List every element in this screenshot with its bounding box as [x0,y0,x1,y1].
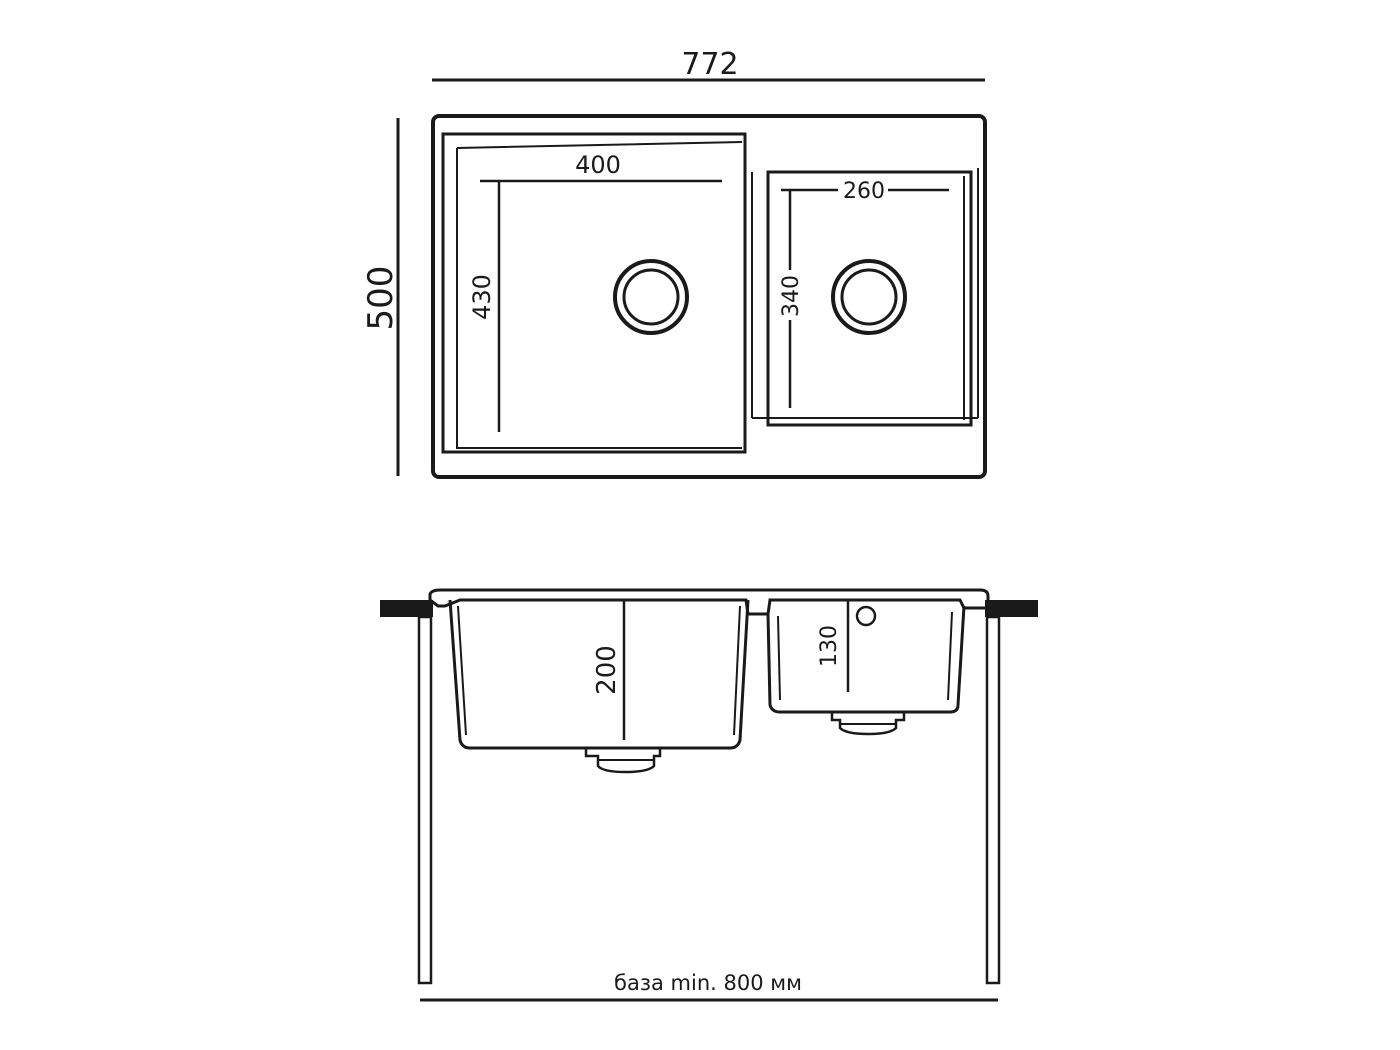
overall-width-label: 772 [681,47,738,82]
main-bowl-height-label: 200 [592,645,622,695]
small-bowl-side-inner [777,611,953,701]
small-bowl-side-profile [766,605,966,714]
overflow-hole-icon [855,605,877,627]
small-bowl-width-label-background [838,176,888,202]
small-drain-inner-icon [840,268,898,326]
main-drain-outer-icon [613,259,689,335]
countertop-right-icon [985,600,1038,617]
small-bowl-width-label: 260 [843,179,885,204]
main-bowl-side-profile [448,599,750,750]
cabinet-left-wall [417,615,433,985]
base-note-label: база min. 800 мм [614,971,802,995]
overall-depth-label: 500 [361,266,401,331]
main-bowl-width-label: 400 [575,151,621,179]
main-bowl-drain-icon [584,748,662,774]
main-bowl-side-inner [457,605,741,736]
small-drain-outer-icon [831,259,907,335]
main-bowl-depth-label: 430 [468,274,496,320]
main-bowl-top: 400 430 [441,132,747,454]
small-bowl-inner-contour [751,168,979,420]
main-bowl-outer-contour [441,132,747,454]
small-bowl-drain-icon [830,712,906,736]
sink-rim [428,588,990,616]
small-bowl-depth-label-background [777,270,803,320]
side-view: 200 130 база min. 800 мм [380,588,1038,1002]
small-bowl-height-label: 130 [817,625,842,667]
cabinet-right-wall [985,615,1001,985]
main-drain-inner-icon [622,268,680,326]
small-bowl-depth-label: 340 [779,275,804,317]
sink-outer-contour [431,114,987,479]
top-view: 772 500 400 430 260 [361,47,987,479]
main-bowl-inner-contour [456,141,743,449]
small-bowl-top: 260 340 [751,168,979,427]
countertop-left-icon [380,600,433,617]
